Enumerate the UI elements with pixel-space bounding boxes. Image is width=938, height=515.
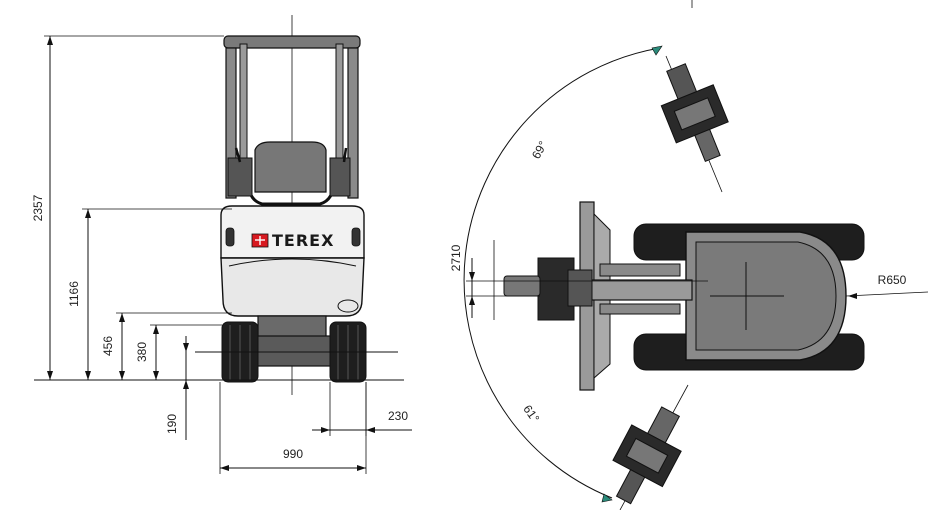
undercarriage [221, 315, 367, 383]
ground-clearance-label: 190 [165, 414, 179, 434]
dim-overall-height: 2357 [31, 36, 53, 380]
tail-radius-label: R650 [878, 273, 907, 287]
boom-offset-label: 2710 [449, 244, 463, 271]
dim-body-clearance: 456 [101, 313, 125, 380]
overall-height-label: 2357 [31, 194, 45, 221]
seat-height-label: 1166 [67, 281, 81, 307]
swing-arc [463, 47, 661, 499]
front-view: TEREX 2357 [31, 15, 412, 474]
engine-body [220, 205, 365, 317]
overall-width-label: 990 [283, 447, 303, 461]
brand-name: TEREX [272, 231, 334, 250]
blade-height-label: 380 [135, 342, 149, 362]
dim-seat-height: 1166 [67, 209, 91, 380]
swung-bucket-bottom [612, 406, 682, 505]
tail-radius-leader [845, 291, 929, 297]
top-view: 69° 61° [449, 0, 929, 511]
swung-bucket-top [660, 63, 729, 163]
dim-overall-width: 990 [219, 382, 367, 474]
body-clearance-label: 456 [101, 336, 115, 356]
angle-right-label: 61° [520, 402, 542, 425]
angle-left-label: 69° [529, 138, 550, 161]
dim-blade-height: 380 [135, 325, 159, 380]
track-width-label: 230 [388, 409, 408, 423]
rops-canopy [223, 35, 361, 199]
terex-logo: TEREX [251, 231, 334, 250]
operator-seat [227, 141, 351, 206]
dim-ground-clearance: 190 [165, 336, 189, 440]
dim-track-width: 230 [312, 382, 412, 436]
